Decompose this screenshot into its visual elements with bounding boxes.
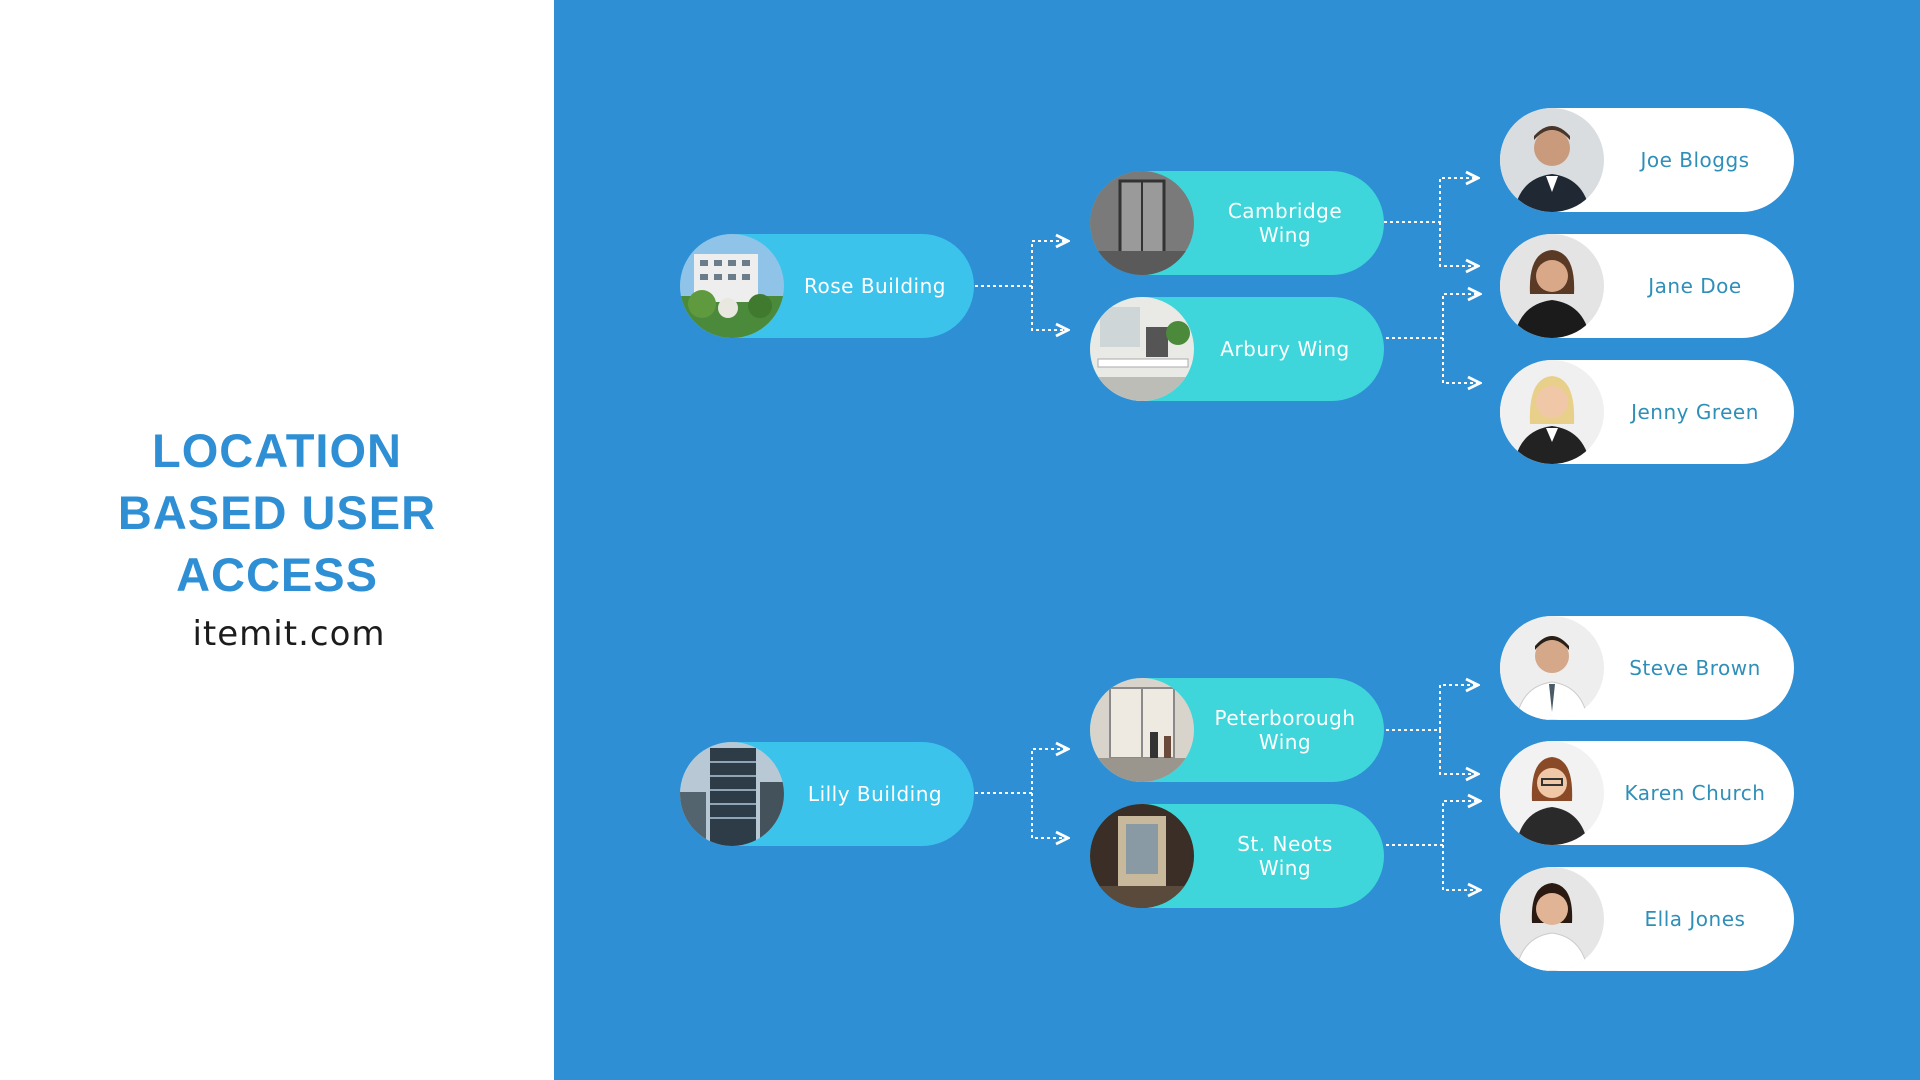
building-label: Rose Building	[804, 274, 946, 298]
connector-stneots-ella	[1386, 801, 1480, 846]
node-rose-building[interactable]: Rose Building	[680, 234, 974, 338]
person-photo-icon	[1500, 867, 1604, 971]
person-photo-icon	[1500, 108, 1604, 212]
interior-photo-icon	[1090, 171, 1194, 275]
office-photo-icon	[1090, 297, 1194, 401]
person-name: Jane Doe	[1648, 274, 1742, 298]
person-photo-icon	[1500, 741, 1604, 845]
connector-arbury-jenny-2	[1442, 338, 1480, 383]
person-name: Joe Bloggs	[1640, 148, 1750, 172]
title-panel: LOCATION BASED USER ACCESS itemit.com	[0, 0, 554, 1080]
connector-lilly-peterborough	[975, 749, 1068, 794]
node-person-steve-brown[interactable]: Steve Brown	[1500, 616, 1794, 720]
node-cambridge-wing[interactable]: Cambridge Wing	[1090, 171, 1384, 275]
person-name: Karen Church	[1624, 781, 1766, 805]
wing-label: St. Neots Wing	[1237, 832, 1333, 880]
person-photo-icon	[1500, 616, 1604, 720]
connector-lilly-stneots	[1031, 793, 1068, 838]
wing-label: Cambridge Wing	[1227, 199, 1343, 247]
building-photo-icon	[680, 234, 784, 338]
person-name: Steve Brown	[1629, 656, 1761, 680]
node-lilly-building[interactable]: Lilly Building	[680, 742, 974, 846]
connector-rose-arbury	[1031, 286, 1068, 330]
title-line-1: LOCATION	[152, 424, 402, 477]
node-person-joe-bloggs[interactable]: Joe Bloggs	[1500, 108, 1794, 212]
node-person-ella-jones[interactable]: Ella Jones	[1500, 867, 1794, 971]
connector-arbury-jenny	[1386, 294, 1480, 339]
node-person-jane-doe[interactable]: Jane Doe	[1500, 234, 1794, 338]
node-peterborough-wing[interactable]: Peterborough Wing	[1090, 678, 1384, 782]
hall-photo-icon	[1090, 804, 1194, 908]
building-photo-icon	[680, 742, 784, 846]
connector-peterborough-karen	[1439, 730, 1478, 774]
title-line-3: ACCESS	[176, 548, 378, 601]
lobby-photo-icon	[1090, 678, 1194, 782]
node-st-neots-wing[interactable]: St. Neots Wing	[1090, 804, 1384, 908]
connector-stneots-ella-2	[1442, 845, 1480, 890]
building-label: Lilly Building	[807, 782, 943, 806]
connector-cambridge-joe	[1384, 178, 1478, 223]
node-arbury-wing[interactable]: Arbury Wing	[1090, 297, 1384, 401]
wing-label: Peterborough Wing	[1214, 706, 1356, 754]
person-name: Ella Jones	[1644, 907, 1746, 931]
person-photo-icon	[1500, 360, 1604, 464]
page-title: LOCATION BASED USER ACCESS	[0, 420, 554, 606]
connector-rose-cambridge	[975, 241, 1068, 287]
person-name: Jenny Green	[1631, 400, 1759, 424]
website-label: itemit.com	[192, 614, 386, 654]
connector-cambridge-jane	[1439, 222, 1478, 266]
connector-peterborough-steve	[1386, 685, 1478, 731]
person-photo-icon	[1500, 234, 1604, 338]
node-person-karen-church[interactable]: Karen Church	[1500, 741, 1794, 845]
node-person-jenny-green[interactable]: Jenny Green	[1500, 360, 1794, 464]
wing-label: Arbury Wing	[1220, 337, 1350, 361]
title-line-2: BASED USER	[117, 486, 437, 539]
